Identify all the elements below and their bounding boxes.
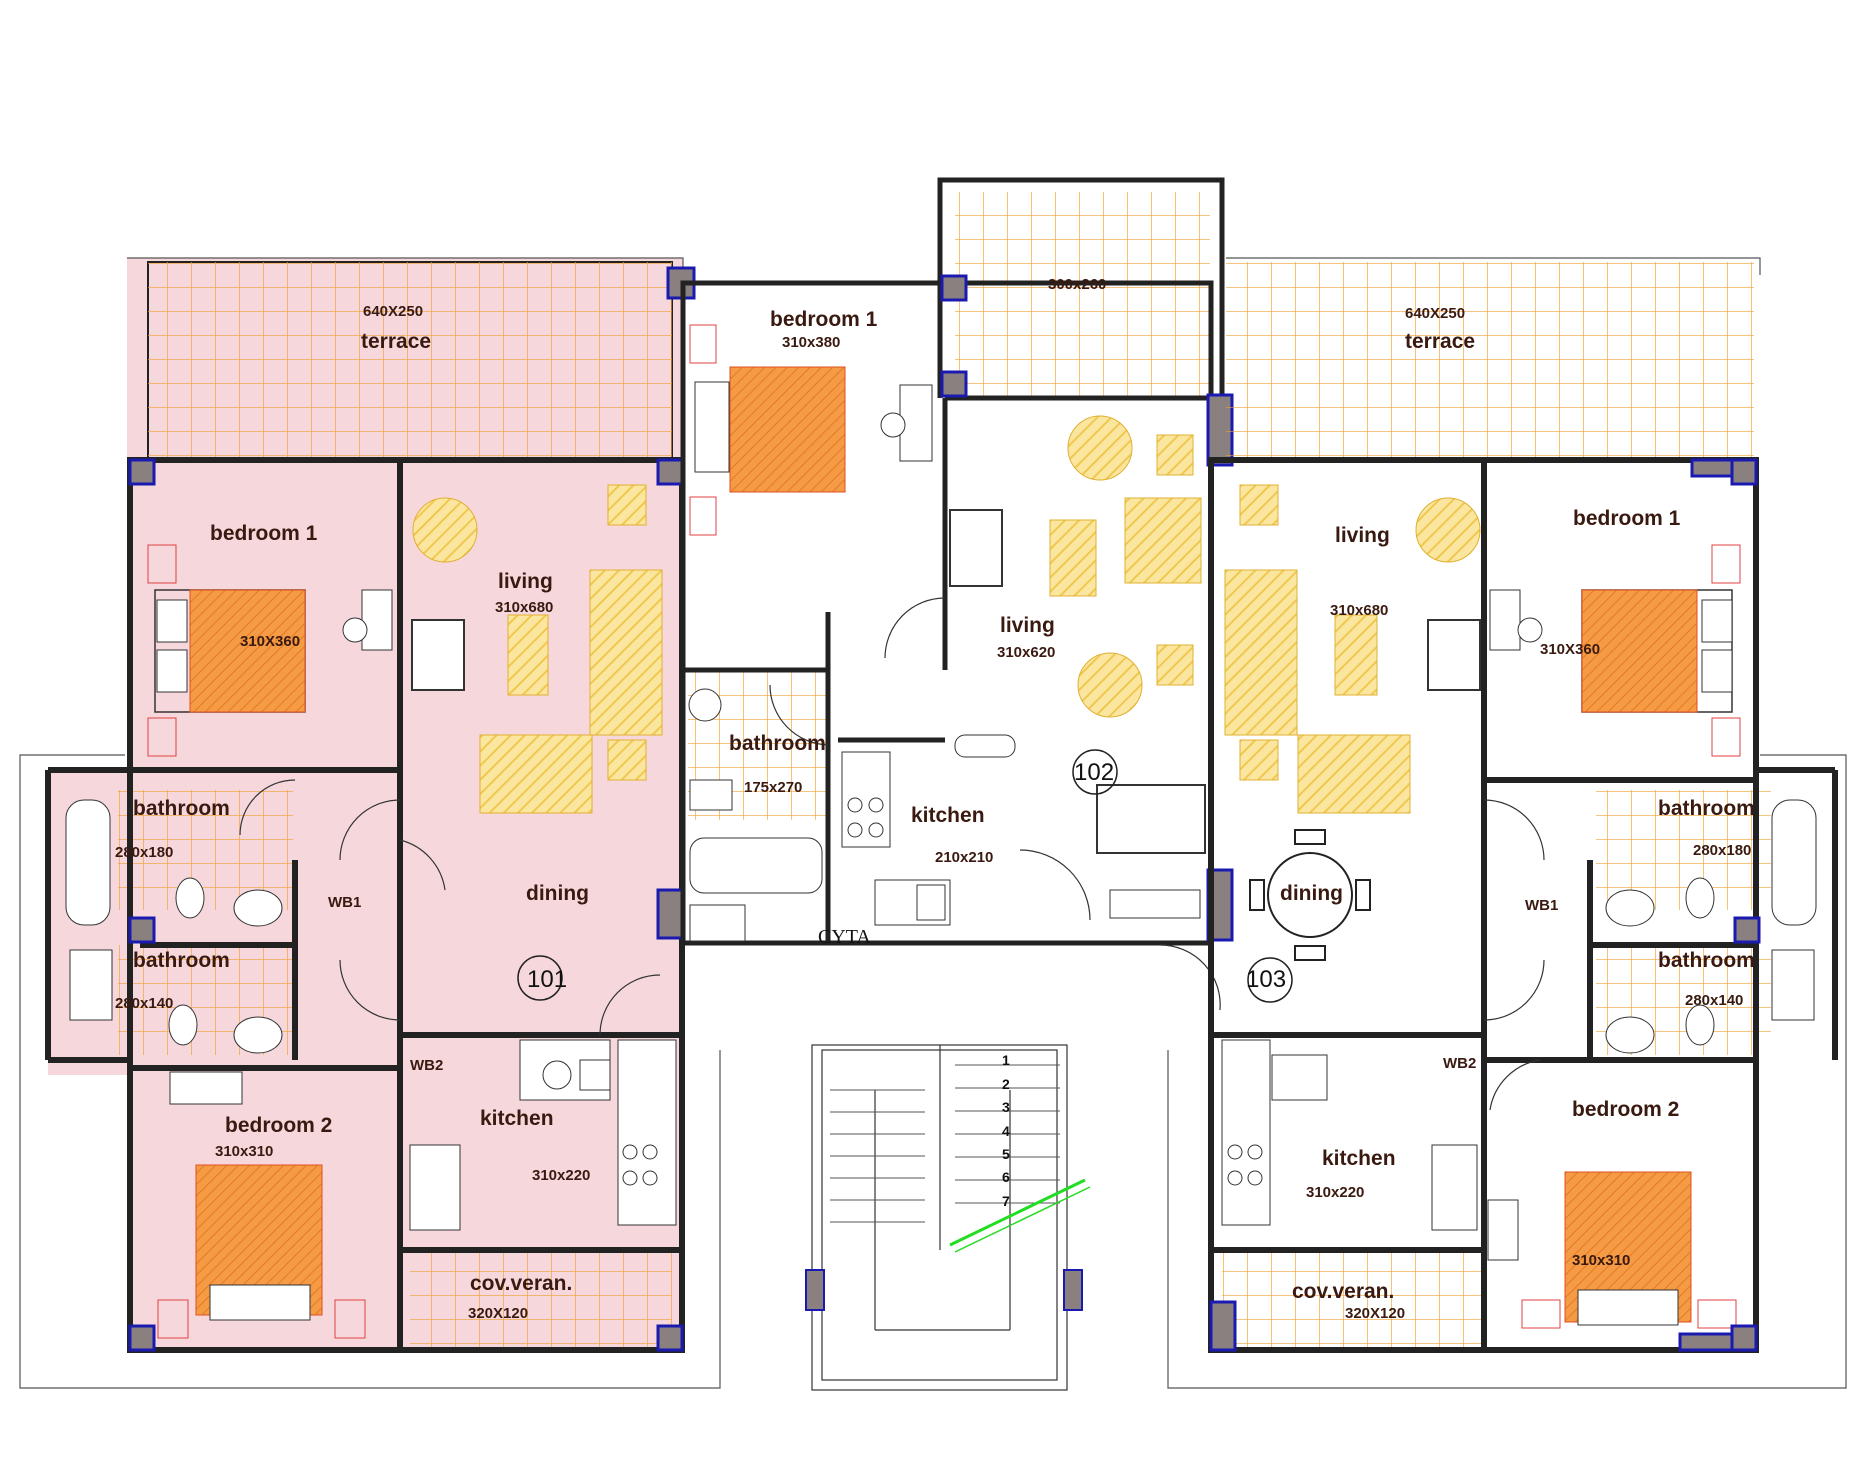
veranda-103-label: cov.veran.	[1292, 1280, 1394, 1303]
bedroom2-101-dim: 310x310	[215, 1143, 273, 1160]
terrace-103-dim: 640X250	[1405, 305, 1465, 322]
veranda-101-dim: 320X120	[468, 1305, 528, 1322]
bed-101-2	[157, 1071, 366, 1339]
bathroom1-103-dim: 280x180	[1693, 842, 1751, 859]
bedroom1-101-label: bedroom 1	[210, 522, 318, 545]
unit-102	[680, 177, 1234, 1011]
bath-fittings-103	[1605, 799, 1817, 1054]
terrace-101-dim: 640X250	[363, 303, 423, 320]
bedroom2-101-label: bedroom 2	[225, 1114, 332, 1137]
kitchen-fittings-103	[1221, 1039, 1478, 1231]
stair-step-3: 3	[1002, 1099, 1010, 1115]
bathroom2-103-label: bathroom	[1658, 949, 1755, 972]
stair-step-1: 1	[1002, 1052, 1010, 1068]
unit-103	[1167, 257, 1847, 1389]
veranda-101-label: cov.veran.	[470, 1272, 572, 1295]
bathroom1-101-dim: 280x180	[115, 844, 173, 861]
kitchen-102-dim: 210x210	[935, 849, 993, 866]
balcony-102-dim: 300x260	[1048, 276, 1106, 293]
bed-101-1	[147, 544, 306, 757]
wb2-101-label: WB2	[410, 1057, 443, 1074]
bathroom2-101-dim: 280x140	[115, 995, 173, 1012]
bedroom1-103-label: bedroom 1	[1573, 507, 1681, 530]
room-labels: 640X250 terrace bedroom 1 310X360 living…	[115, 276, 1755, 1322]
bathroom-102-label: bathroom	[729, 732, 826, 755]
bathroom2-103-dim: 280x140	[1685, 992, 1743, 1009]
kitchen-101-dim: 310x220	[532, 1167, 590, 1184]
bedroom2-103-dim: 310x310	[1572, 1252, 1630, 1269]
bathroom-102-dim: 175x270	[744, 779, 802, 796]
veranda-103-dim: 320X120	[1345, 1305, 1405, 1322]
living-102-label: living	[1000, 614, 1055, 637]
bathroom2-101-label: bathroom	[133, 949, 230, 972]
unit-101-number: 101	[527, 966, 567, 993]
living-103-label: living	[1335, 524, 1390, 547]
bathroom1-101-label: bathroom	[133, 797, 230, 820]
bedroom1-102-dim: 310x380	[782, 334, 840, 351]
stair-step-7: 7	[1002, 1193, 1010, 1209]
bedroom1-102-label: bedroom 1	[770, 308, 878, 331]
living-102-dim: 310x620	[997, 644, 1055, 661]
wb1-103-label: WB1	[1525, 897, 1558, 914]
stair-step-5: 5	[1002, 1146, 1010, 1162]
terrace-103-label: terrace	[1405, 330, 1475, 353]
stair-step-6: 6	[1002, 1169, 1010, 1185]
unit-102-number: 102	[1074, 759, 1114, 786]
unit-103-circle	[1247, 957, 1293, 1003]
unit-101	[19, 257, 721, 1389]
bedroom1-103-dim: 310X360	[1540, 641, 1600, 658]
living-furniture-101	[411, 484, 663, 814]
stair-step-2: 2	[1002, 1076, 1010, 1092]
bath-fittings-101	[65, 799, 283, 1054]
dining-103-label: dining	[1280, 882, 1343, 905]
bedroom1-101-dim: 310X360	[240, 633, 300, 650]
kitchen-103-label: kitchen	[1322, 1147, 1396, 1170]
stair-numbers: 1 2 3 4 5 6 7	[1002, 1052, 1010, 1209]
bedroom2-103-label: bedroom 2	[1572, 1098, 1679, 1121]
bed-103-2	[1487, 1171, 1737, 1329]
wb2-103-label: WB2	[1443, 1055, 1476, 1072]
bed-103-1	[1489, 544, 1741, 757]
veranda-101	[410, 1252, 672, 1350]
dining-101-label: dining	[526, 882, 589, 905]
unit-103-number: 103	[1246, 966, 1286, 993]
living-furniture-103	[1224, 484, 1481, 814]
unit-102-circle	[1072, 749, 1118, 795]
bathroom1-103-label: bathroom	[1658, 797, 1755, 820]
wb1-101-label: WB1	[328, 894, 361, 911]
balcony-102	[955, 192, 1210, 397]
cyta-label: CYTA	[818, 926, 871, 948]
living-furniture-102	[949, 415, 1206, 919]
stair-step-4: 4	[1002, 1123, 1010, 1139]
staircase: 1 2 3 4 5 6 7	[805, 1044, 1091, 1391]
living-101-dim: 310x680	[495, 599, 553, 616]
living-101-label: living	[498, 570, 553, 593]
terrace-103	[1226, 262, 1754, 460]
bath-fittings-102	[688, 688, 823, 942]
unit-101-circle	[517, 955, 563, 1001]
kitchen-102-label: kitchen	[911, 804, 985, 827]
desk-101-1	[342, 589, 393, 651]
dining-table-103	[1249, 829, 1371, 961]
stair-arrow	[949, 1178, 1086, 1247]
kitchen-103-dim: 310x220	[1306, 1184, 1364, 1201]
terrace-101-label: terrace	[361, 330, 431, 353]
kitchen-fittings-102	[841, 751, 951, 926]
kitchen-fittings-101	[409, 1039, 677, 1231]
living-103-dim: 310x680	[1330, 602, 1388, 619]
kitchen-101-label: kitchen	[480, 1107, 554, 1130]
bed-102	[689, 324, 933, 536]
veranda-103	[1222, 1250, 1484, 1350]
